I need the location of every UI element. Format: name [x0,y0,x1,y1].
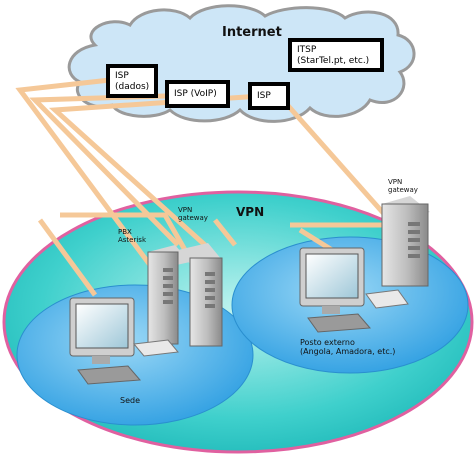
sede-vpn-gateway-server [178,243,223,347]
isp-box: ISP [248,82,290,110]
pbx-label: PBX Asterisk [118,228,147,245]
isp-voip-box: ISP (VoIP) [165,80,230,108]
sede-gateway-label: VPN gateway [178,206,208,223]
remote-computer [299,247,409,333]
internet-title: Internet [222,25,282,40]
sede-label: Sede [120,396,140,405]
remote-label: Posto externo (Angola, Amadora, etc.) [300,338,396,357]
vpn-title: VPN [236,205,265,219]
sede-computer [69,297,179,385]
remote-vpn-gateway-server [381,196,430,287]
isp-dados-box: ISP (dados) [106,64,158,98]
remote-phone [365,289,409,309]
remote-gateway-label: VPN gateway [388,178,418,195]
sede-phone [133,339,179,357]
itsp-box: ITSP (StarTel.pt, etc.) [288,38,384,72]
